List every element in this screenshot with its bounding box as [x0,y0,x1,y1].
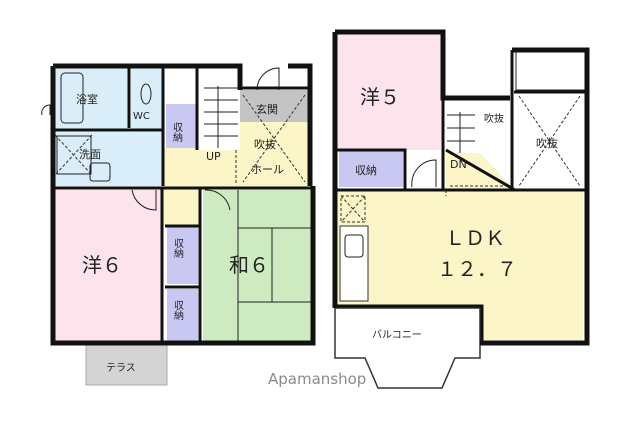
terrace [85,342,168,386]
stair-steps [204,86,238,148]
bathroom [55,68,129,130]
label-ldk-size: １２．７ [437,257,517,281]
tatami-lines [237,190,311,342]
balcony [334,307,481,389]
atrium-large-x [518,95,581,187]
label-storage-b: 収納 [172,300,184,321]
storage-b [167,289,198,341]
label-terrace: テラス [106,362,136,374]
japanese-room-6 [203,190,311,342]
washroom [55,132,162,186]
kitchen-sink-icon [344,234,364,258]
wc [131,68,163,130]
label-up: UP [206,150,221,163]
entrance-door[interactable] [256,67,280,91]
western-room-5 [337,34,441,150]
floor-1 [41,63,316,386]
storage-a [167,226,198,284]
hall-strip [163,186,199,226]
label-atrium-small: 吹抜 [484,112,504,125]
watermark: Apamanshop [268,370,366,388]
label-atrium-hall-1: 吹抜 [254,137,276,151]
label-atrium-hall-2: ホール [251,163,284,176]
atrium-hall [240,122,308,184]
label-ldk: ＬＤＫ [445,226,505,250]
door-2f[interactable] [411,159,437,188]
label-dn: DN [450,158,467,171]
label-bathroom: 浴室 [76,92,98,106]
label-storage-2f: 収納 [355,164,377,177]
label-entrance: 玄関 [256,102,278,116]
room-door[interactable] [131,189,157,211]
label-storage-stair: 収納 [171,122,183,143]
sink-icon [89,162,111,182]
label-balcony: バルコニー [372,329,422,341]
label-western-5: 洋５ [360,85,400,109]
floor-2 [332,29,590,389]
label-japanese-6: 和６ [229,253,269,277]
ldk [338,190,583,340]
label-storage-a: 収納 [172,238,184,259]
bathtub-icon [60,72,84,124]
toilet-icon [140,83,152,105]
label-washroom: 洗面 [79,148,101,161]
entrance [240,90,308,122]
storage-2f [339,151,403,187]
label-western-6: 洋６ [82,253,122,277]
label-atrium-large: 吹抜 [536,136,558,150]
western-room-6 [55,190,161,342]
storage-stair [166,104,197,148]
kitchen [339,225,369,302]
stair-steps-2f [447,112,475,153]
label-wc: WC [133,111,150,122]
atrium-x [235,94,306,185]
